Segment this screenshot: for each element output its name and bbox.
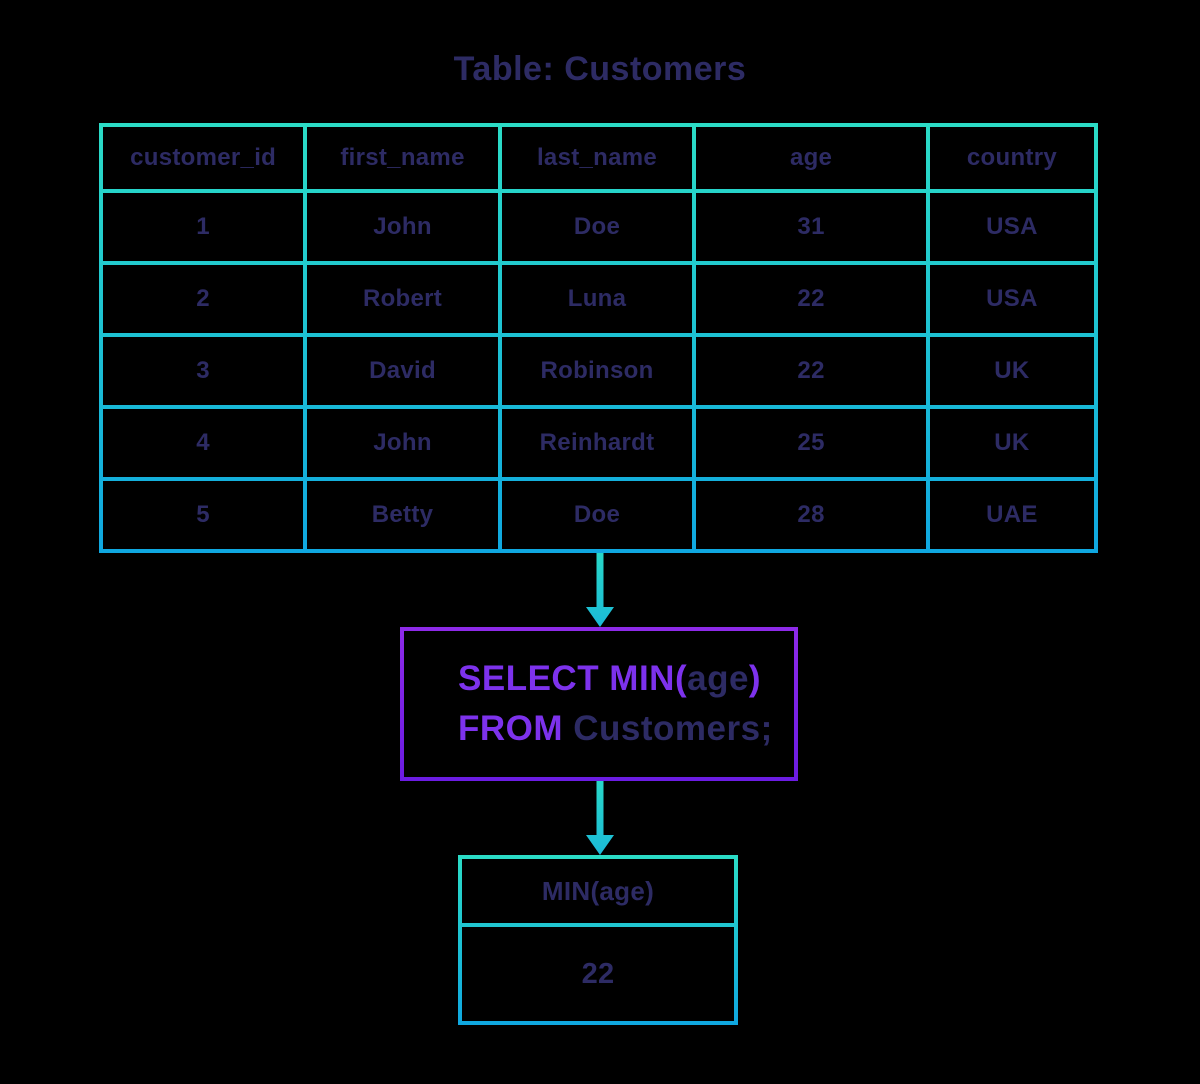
- table-cell: UAE: [929, 481, 1094, 549]
- table-cell: UK: [929, 409, 1094, 477]
- arrow-down-icon: [586, 553, 614, 627]
- sql-query-line-2: FROM Customers;: [458, 704, 794, 754]
- sql-query-box: SELECT MIN(age) FROM Customers;: [400, 627, 798, 781]
- table-cell: 1: [103, 193, 304, 261]
- table-cell: 2: [103, 265, 304, 333]
- table-cell: Reinhardt: [501, 409, 693, 477]
- sql-keyword: SELECT MIN(: [458, 659, 688, 698]
- sql-query-line-1: SELECT MIN(age): [458, 654, 794, 704]
- table-cell: Robinson: [501, 337, 693, 405]
- sql-identifier: Customers;: [563, 709, 773, 748]
- page-title: Table: Customers: [453, 50, 747, 88]
- table-cell: USA: [929, 193, 1094, 261]
- sql-keyword: FROM: [458, 709, 564, 748]
- table-cell: Betty: [307, 481, 498, 549]
- table-cell: 3: [103, 337, 304, 405]
- result-value: 22: [462, 927, 734, 1021]
- customers-table: customer_id first_name last_name age cou…: [99, 123, 1098, 553]
- result-column-header: MIN(age): [462, 859, 734, 923]
- arrow-down-icon: [586, 781, 614, 855]
- table-cell: Luna: [501, 265, 693, 333]
- table-cell: Robert: [307, 265, 498, 333]
- column-header-last-name: last_name: [501, 127, 693, 189]
- column-header-first-name: first_name: [307, 127, 498, 189]
- table-cell: 28: [696, 481, 926, 549]
- table-cell: 22: [696, 265, 926, 333]
- table-cell: 22: [696, 337, 926, 405]
- column-header-customer-id: customer_id: [103, 127, 304, 189]
- result-table: MIN(age) 22: [458, 855, 738, 1025]
- table-cell: Doe: [501, 193, 693, 261]
- table-cell: John: [307, 193, 498, 261]
- table-cell: 25: [696, 409, 926, 477]
- table-cell: 31: [696, 193, 926, 261]
- table-cell: Doe: [501, 481, 693, 549]
- table-cell: 5: [103, 481, 304, 549]
- column-header-country: country: [929, 127, 1094, 189]
- table-cell: David: [307, 337, 498, 405]
- table-cell: UK: [929, 337, 1094, 405]
- table-cell: John: [307, 409, 498, 477]
- sql-keyword: ): [748, 659, 762, 698]
- table-cell: USA: [929, 265, 1094, 333]
- table-cell: 4: [103, 409, 304, 477]
- column-header-age: age: [696, 127, 926, 189]
- sql-identifier: age: [687, 659, 749, 698]
